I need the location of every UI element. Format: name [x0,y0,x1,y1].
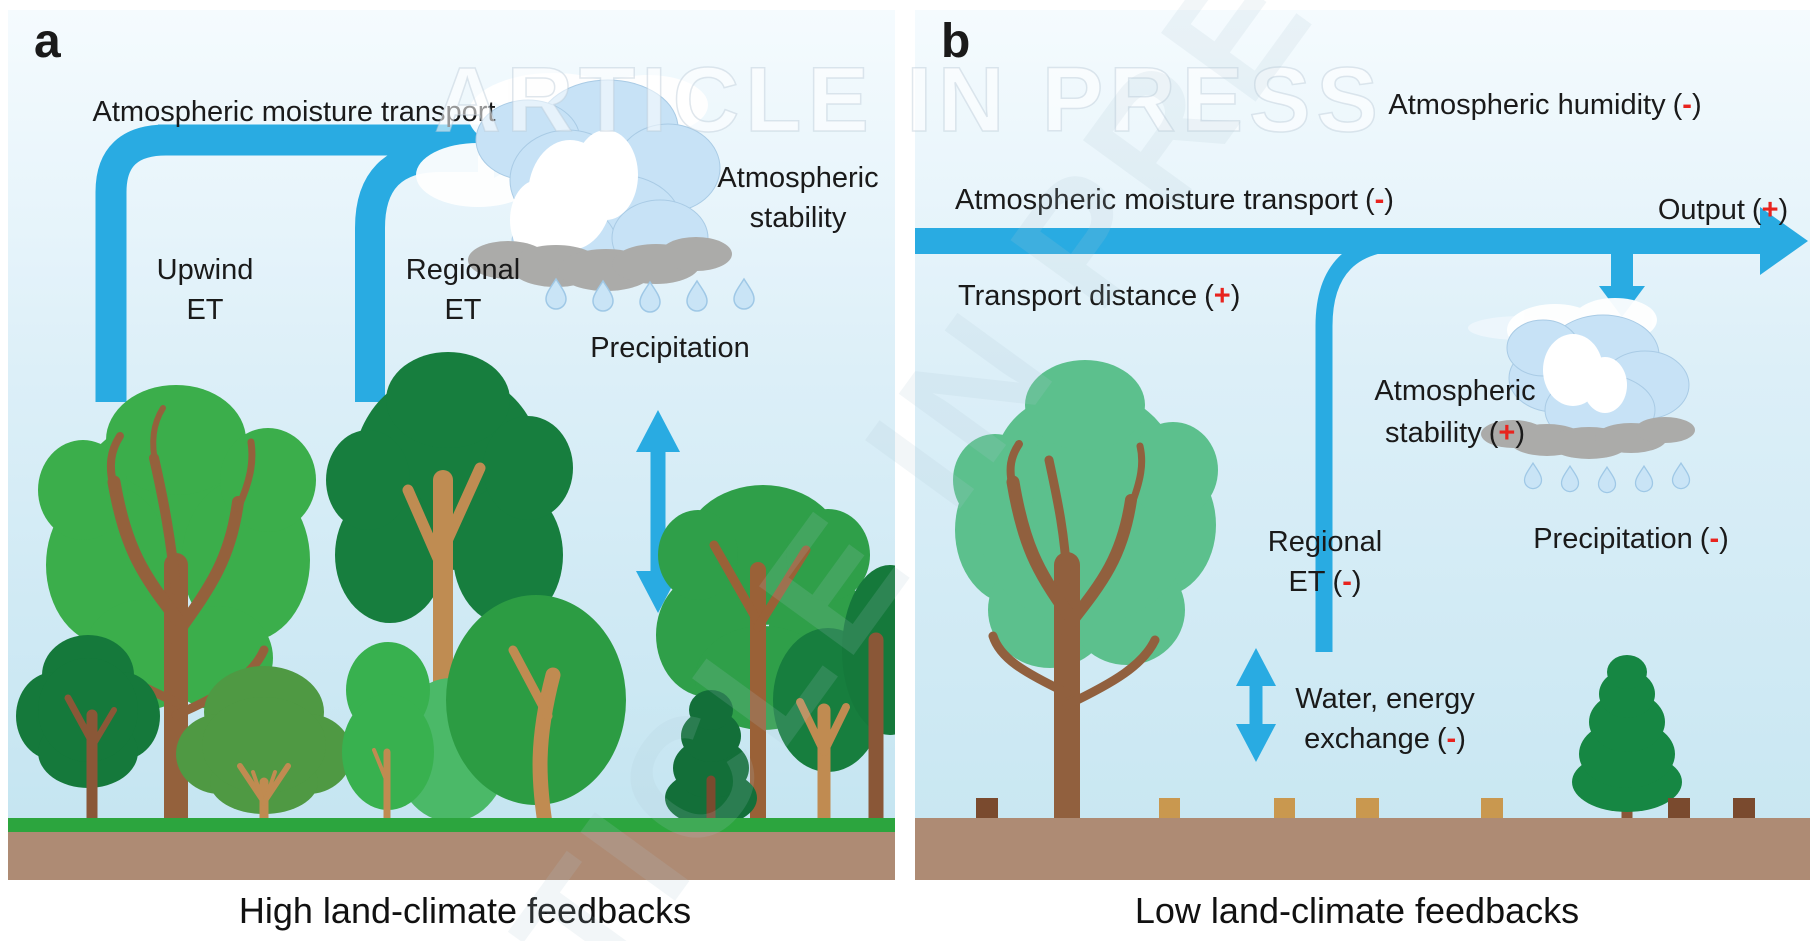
panel-low-feedback: b Atmospheric humidity(-) Atmospheric mo… [915,10,1810,880]
label-atmospheric-stability: Atmospheric stability [717,162,879,234]
tree [176,666,352,835]
rain-cloud [1468,298,1695,494]
panel-high-feedback: a Atmospheric moisture transport Upwind … [8,10,895,880]
label-atmospheric-humidity: Atmospheric humidity(-) [1388,89,1702,121]
label-water-energy-exchange: Water, energy exchange(-) [1295,683,1475,755]
tree [773,565,895,838]
cloud-gray-base [1481,417,1695,459]
label-transport-distance: Transport distance(+) [958,280,1241,312]
panel-b-illustration [915,10,1810,880]
panel-letter-b: b [941,15,971,68]
water-energy-exchange-arrow [1236,648,1276,762]
tree [38,385,316,842]
label-precipitation: Precipitation(-) [1533,523,1729,555]
panel-a-illustration [8,10,895,880]
tree [342,642,434,834]
cloud-gray-base [468,237,732,291]
tree [953,360,1218,831]
caption-low-feedback: Low land-climate feedbacks [1134,890,1580,931]
caption-high-feedback: High land-climate feedbacks [238,890,692,931]
soil-strip [915,818,1810,880]
tree-trunk [988,440,1160,831]
label-moisture-transport: Atmospheric moisture transport(-) [955,184,1394,216]
moisture-transport-arrow [915,207,1808,275]
tree-stumps [976,798,1755,820]
label-regional-et: Regional ET(-) [1267,526,1383,598]
tree [1572,655,1682,824]
label-upwind-et: Upwind ET [156,254,254,326]
label-precipitation: Precipitation [590,332,750,364]
panel-letter-a: a [34,15,61,68]
label-regional-et: Regional ET [405,254,521,326]
grass-strip [8,818,895,832]
rain-cloud [416,73,755,313]
arrowhead [1760,207,1808,275]
label-moisture-transport: Atmospheric moisture transport [92,96,496,128]
tree [16,635,160,836]
label-atmospheric-stability: Atmospheric stability(+) [1374,375,1536,449]
label-output: Output(+) [1657,194,1789,226]
soil-strip [8,832,895,880]
